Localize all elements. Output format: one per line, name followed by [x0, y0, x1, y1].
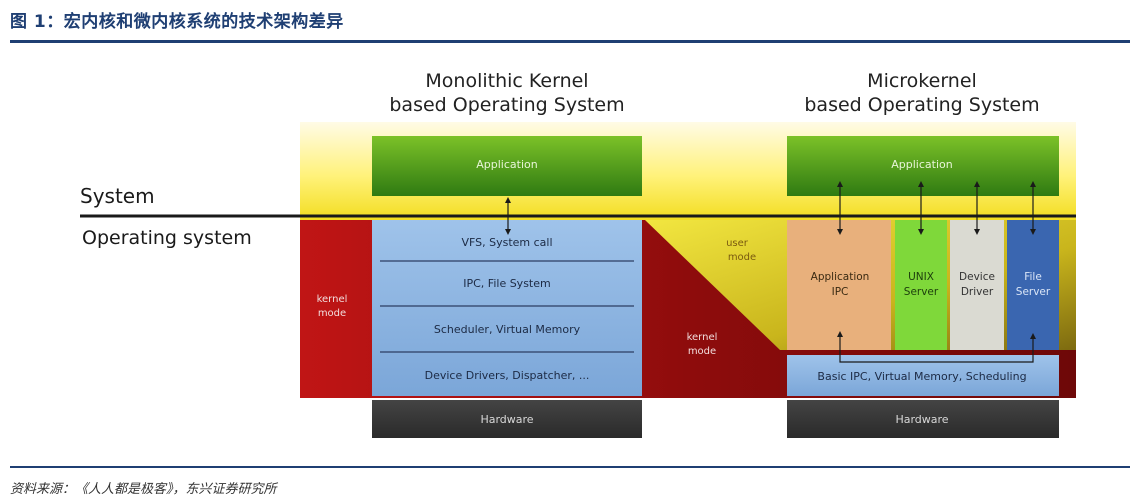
user-mode-line1: user — [726, 238, 749, 249]
user-mode-line2: mode — [728, 252, 756, 263]
server-unix-line1: UNIX — [908, 271, 934, 283]
bottom-rule — [10, 466, 1130, 468]
microkernel-base-label: Basic IPC, Virtual Memory, Scheduling — [817, 370, 1026, 383]
server-device-driver-line1: Device — [959, 271, 995, 283]
server-application-ipc-line2: IPC — [832, 286, 849, 298]
monolithic-kernel-box — [372, 220, 642, 396]
left-kernel-mode-line2: mode — [318, 308, 346, 319]
monolithic-hardware-label: Hardware — [480, 413, 533, 426]
microkernel-hardware-label: Hardware — [895, 413, 948, 426]
left-kernel-mode-line1: kernel — [317, 294, 348, 305]
right-kernel-mode-line2: mode — [688, 346, 716, 357]
microkernel-heading-line2: based Operating System — [804, 94, 1039, 116]
server-application-ipc-line1: Application — [811, 271, 870, 283]
figure-title: 图 1：宏内核和微内核系统的技术架构差异 — [10, 12, 344, 32]
layer-drivers-label: Device Drivers, Dispatcher, ... — [425, 369, 590, 382]
monolithic-heading-line2: based Operating System — [389, 94, 624, 116]
monolithic-application-box — [372, 136, 642, 196]
top-rule — [10, 40, 1130, 43]
server-unix — [895, 220, 947, 350]
microkernel-hardware-box — [787, 400, 1059, 438]
microkernel-heading-line1: Microkernel — [867, 70, 977, 92]
monolithic-heading-line1: Monolithic Kernel — [425, 70, 588, 92]
monolithic-application-label: Application — [476, 158, 537, 171]
server-device-driver — [950, 220, 1004, 350]
server-application-ipc — [787, 220, 891, 350]
figure-source: 资料来源：《人人都是极客》，东兴证券研究所 — [10, 482, 277, 497]
right-kernel-mode-line1: kernel — [687, 332, 718, 343]
server-file-line2: Server — [1016, 286, 1051, 298]
ipc-connector-arrow — [837, 331, 1036, 363]
server-device-driver-line2: Driver — [961, 286, 994, 298]
operating-system-label: Operating system — [82, 227, 252, 249]
microkernel-application-label: Application — [891, 158, 952, 171]
monolithic-hardware-box — [372, 400, 642, 438]
layer-ipc-label: IPC, File System — [463, 277, 550, 290]
server-file-line1: File — [1024, 271, 1042, 283]
server-file — [1007, 220, 1059, 350]
layer-vfs-label: VFS, System call — [461, 236, 552, 249]
system-label: System — [80, 184, 155, 208]
server-unix-line2: Server — [904, 286, 939, 298]
layer-scheduler-label: Scheduler, Virtual Memory — [434, 323, 581, 336]
